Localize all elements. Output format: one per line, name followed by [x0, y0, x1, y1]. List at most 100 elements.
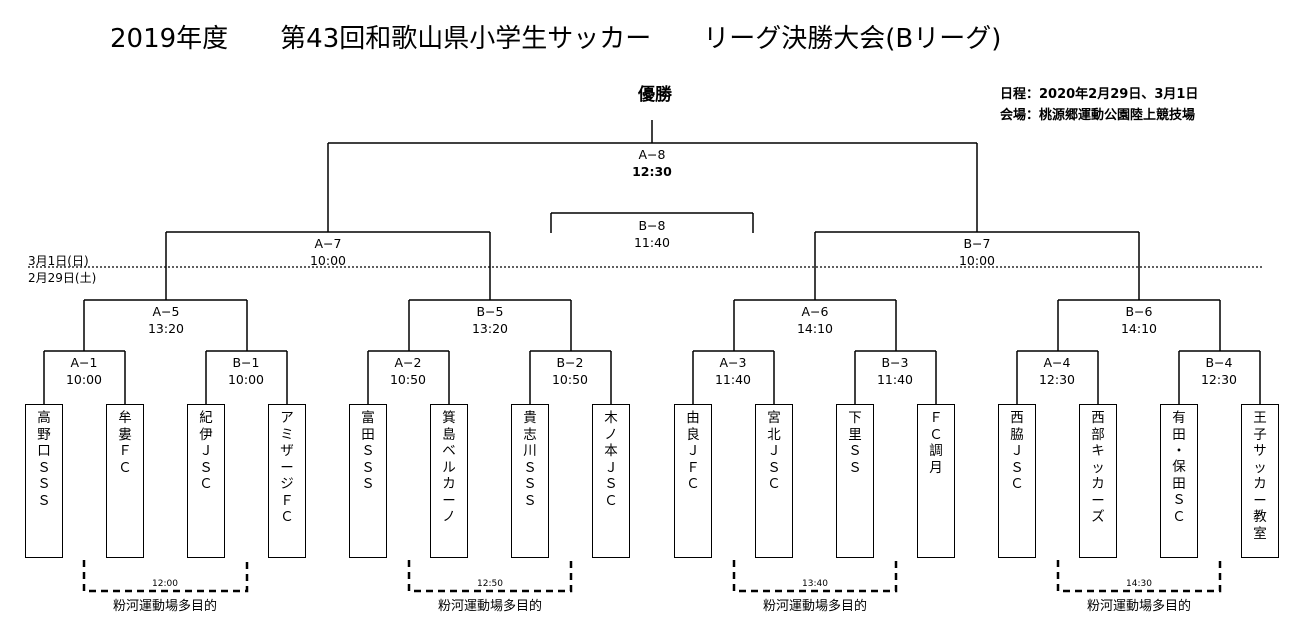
team-name-char: Ｃ — [280, 509, 294, 525]
consolation-venue: 粉河運動場多目的 — [1086, 599, 1191, 614]
team-name-char: Ｊ — [686, 443, 700, 459]
team-name-char: ッ — [1253, 459, 1267, 476]
team-name-char: 北 — [767, 426, 781, 443]
match-name: A−2 — [394, 355, 422, 370]
match-name: B−7 — [963, 236, 991, 251]
team-name-char: 川 — [523, 443, 537, 459]
match-b8: B−8 11:40 — [592, 217, 712, 251]
match-time: 10:00 — [227, 372, 265, 387]
team-name-char: カ — [442, 476, 456, 492]
match-name: B−2 — [556, 355, 584, 370]
team-box: 西部キッカーズ — [1079, 404, 1117, 558]
team-name-char: ノ — [604, 426, 618, 443]
champion-label: 優勝 — [638, 85, 672, 105]
match-a4: A−4 12:30 — [997, 354, 1117, 388]
team-name-char: 教 — [1253, 509, 1267, 525]
team-name-char: 子 — [1253, 426, 1267, 443]
team-name-char: 紀 — [199, 410, 213, 426]
team-name-char: Ｊ — [199, 443, 213, 459]
team-name-char: ザ — [280, 443, 294, 459]
match-a2: A−2 10:50 — [348, 354, 468, 388]
team-name-char: Ｆ — [280, 492, 294, 509]
team-name-char: Ｓ — [361, 459, 375, 476]
team-name-char: カ — [1253, 476, 1267, 492]
team-box: 王子サッカー教室 — [1241, 404, 1279, 558]
team-name-char: Ｆ — [118, 443, 132, 459]
match-time: 14:10 — [796, 321, 834, 336]
match-b7: B−7 10:00 — [917, 235, 1037, 269]
match-time: 13:20 — [471, 321, 509, 336]
match-time: 10:00 — [309, 253, 347, 268]
team-name-char: 伊 — [199, 426, 213, 443]
match-time: 12:30 — [632, 164, 672, 179]
match-name: A−5 — [152, 304, 180, 319]
match-name: A−8 — [638, 147, 666, 162]
match-name: A−3 — [719, 355, 747, 370]
match-name: B−3 — [881, 355, 909, 370]
team-name-char: ノ — [442, 509, 456, 525]
venue-info: 会場：桃源郷運動公園陸上競技場 — [1000, 108, 1196, 123]
day1-label: 2月29日(土) — [28, 271, 97, 285]
match-b3: B−3 11:40 — [835, 354, 955, 388]
team-name-char: Ｓ — [37, 476, 51, 492]
consolation-venue: 粉河運動場多目的 — [437, 599, 542, 614]
team-name-char: ー — [442, 492, 456, 509]
team-name-char: 田 — [361, 426, 375, 443]
match-b4: B−4 12:30 — [1159, 354, 1279, 388]
team-name-char: ミ — [280, 426, 294, 443]
team-name-char: Ｊ — [1010, 443, 1024, 459]
consolation-time: 14:30 — [1126, 579, 1152, 589]
team-name-char: サ — [1253, 443, 1267, 459]
match-a7: A−7 10:00 — [268, 235, 388, 269]
match-time: 10:00 — [65, 372, 103, 387]
team-name-char: 木 — [604, 410, 618, 426]
team-name-char: Ｊ — [767, 443, 781, 459]
team-name-char: 下 — [848, 410, 862, 426]
consolation-time: 12:50 — [477, 579, 503, 589]
team-name-char: Ｓ — [199, 459, 213, 476]
match-time: 11:40 — [876, 372, 914, 387]
team-name-char: Ｓ — [361, 443, 375, 459]
team-name-char: 婁 — [118, 426, 132, 443]
team-name-char: 田 — [1172, 426, 1186, 443]
consolation-venue: 粉河運動場多目的 — [762, 599, 867, 614]
team-name-char: Ｃ — [199, 476, 213, 492]
match-time: 10:00 — [958, 253, 996, 268]
match-time: 14:10 — [1120, 321, 1158, 336]
match-a3: A−3 11:40 — [673, 354, 793, 388]
team-name-char: ジ — [280, 476, 294, 492]
team-name-char: 里 — [848, 426, 862, 443]
team-name-char: 田 — [1172, 475, 1186, 492]
day2-label: 3月1日(日) — [28, 254, 89, 268]
match-name: A−1 — [70, 355, 98, 370]
team-name-char: ア — [280, 410, 294, 426]
match-time: 11:40 — [633, 235, 671, 250]
team-name-char: 保 — [1172, 459, 1186, 475]
team-name-char: 高 — [37, 410, 51, 426]
team-name-char: Ｓ — [361, 476, 375, 492]
match-time: 11:40 — [714, 372, 752, 387]
team-name-char: 有 — [1172, 410, 1186, 426]
team-name-char: ー — [1091, 492, 1105, 509]
team-name-char: Ｃ — [929, 426, 943, 443]
match-b2: B−2 10:50 — [510, 354, 630, 388]
team-name-char: 箕 — [442, 410, 456, 426]
team-name-char: 野 — [37, 426, 51, 443]
consolation-time: 12:00 — [152, 579, 178, 589]
team-name-char: Ｓ — [37, 459, 51, 476]
match-name: B−1 — [232, 355, 260, 370]
team-name-char: Ｓ — [604, 476, 618, 492]
team-name-char: Ｆ — [929, 410, 943, 426]
team-name-char: キ — [1091, 443, 1105, 459]
